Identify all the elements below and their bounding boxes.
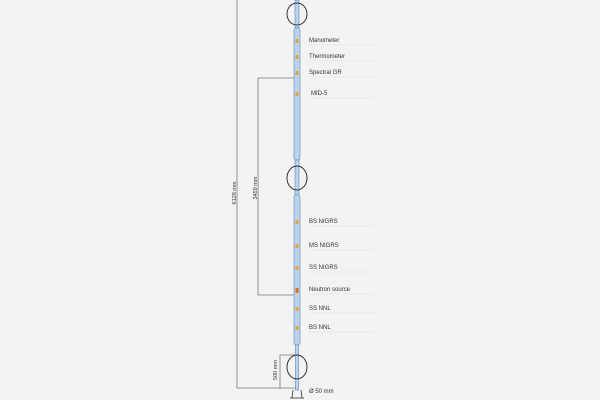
sensor-label: Spectral GR — [309, 70, 342, 76]
sensor-label: BS NIGRS — [309, 219, 338, 225]
dim-diameter-label: Ø 50 mm — [309, 389, 334, 395]
centralizer-bottom — [286, 354, 308, 380]
centralizers — [286, 2, 308, 380]
sensor-mark — [295, 220, 299, 224]
sensor-label: SS NNL — [309, 306, 331, 312]
dim-total-label: 6128 mm — [232, 181, 238, 205]
sensor-mark — [295, 55, 299, 59]
sensor-label: Manometer — [309, 38, 340, 44]
sensor-mark — [295, 266, 299, 270]
sensor-mark — [295, 307, 299, 311]
sensor-mark — [295, 71, 299, 75]
centralizer-top — [286, 2, 308, 26]
sensor-label: MS NIGRS — [309, 243, 339, 249]
sensor-label: Neutron source — [309, 287, 351, 293]
sensor-label: Thermometer — [309, 54, 346, 60]
sensor-mark — [295, 92, 299, 96]
dim-500-label: 500 mm — [273, 360, 279, 380]
dim-3459-label: 3459 mm — [253, 176, 259, 200]
neutron-source-mark — [295, 288, 299, 293]
centralizer-mid — [286, 165, 308, 191]
sensor-label: MID-5 — [311, 91, 328, 97]
sensor-mark — [295, 244, 299, 248]
sensor-label: BS NNL — [309, 325, 331, 331]
sensor-label: SS NIGRS — [309, 265, 338, 271]
sensor-mark — [295, 39, 299, 43]
sensor-mark — [295, 326, 299, 330]
